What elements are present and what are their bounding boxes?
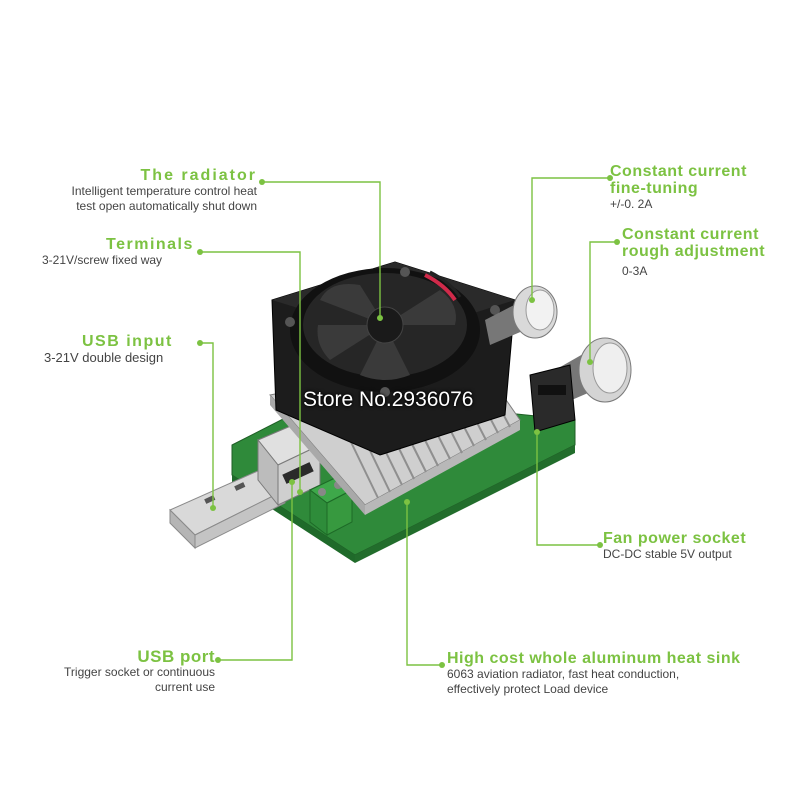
potentiometer-rough [555, 337, 632, 405]
potentiometer-fine [485, 285, 558, 345]
heat-sink-desc-2: effectively protect Load device [447, 682, 609, 696]
heat-sink-title: High cost whole aluminum heat sink [447, 650, 741, 667]
fan-power-connector [529, 364, 576, 433]
terminals-annotation: Terminals 3-21V/screw fixed way [42, 236, 194, 268]
terminals-title: Terminals [106, 236, 194, 253]
usb-input-title: USB input [82, 333, 173, 350]
cooling-fan [271, 261, 516, 456]
cc-fine-desc: +/-0. 2A [610, 197, 653, 211]
cc-rough-annotation: Constant current rough adjustment 0-3A [622, 226, 765, 279]
heat-sink [269, 354, 521, 515]
usb-input-desc: 3-21V double design [44, 350, 164, 365]
usb-port-annotation: USB port Trigger socket or continuous cu… [64, 648, 215, 695]
heat-sink-annotation: High cost whole aluminum heat sink 6063 … [447, 650, 740, 697]
fan-socket-desc: DC-DC stable 5V output [603, 547, 732, 561]
fan-socket-title: Fan power socket [603, 530, 747, 547]
pcb-board [231, 394, 576, 556]
radiator-desc-1: Intelligent temperature control heat [71, 184, 257, 198]
radiator-desc-2: test open automatically shut down [76, 199, 257, 213]
usb-socket [257, 421, 321, 507]
radiator-annotation: The radiator Intelligent temperature con… [72, 167, 257, 214]
radiator-title: The radiator [140, 167, 257, 184]
terminal-block [309, 477, 353, 537]
usb-plug [169, 469, 286, 550]
usb-port-desc-2: current use [154, 680, 215, 694]
cc-fine-title-1: Constant current [610, 163, 747, 180]
store-watermark: Store No.2936076 [303, 388, 474, 411]
leader-lines [200, 177, 617, 666]
cc-rough-title-2: rough adjustment [622, 243, 766, 260]
fan-socket-annotation: Fan power socket DC-DC stable 5V output [603, 530, 746, 562]
terminals-desc: 3-21V/screw fixed way [42, 253, 163, 267]
heat-sink-desc-1: 6063 aviation radiator, fast heat conduc… [447, 667, 680, 681]
usb-port-desc-1: Trigger socket or continuous [64, 665, 215, 679]
usb-input-annotation: USB input 3-21V double design [44, 333, 173, 365]
cc-rough-desc: 0-3A [622, 264, 648, 278]
usb-port-title: USB port [137, 647, 215, 666]
cc-fine-title-2: fine-tuning [610, 180, 699, 197]
cc-rough-title-1: Constant current [622, 226, 759, 243]
cc-fine-annotation: Constant current fine-tuning +/-0. 2A [610, 163, 747, 212]
